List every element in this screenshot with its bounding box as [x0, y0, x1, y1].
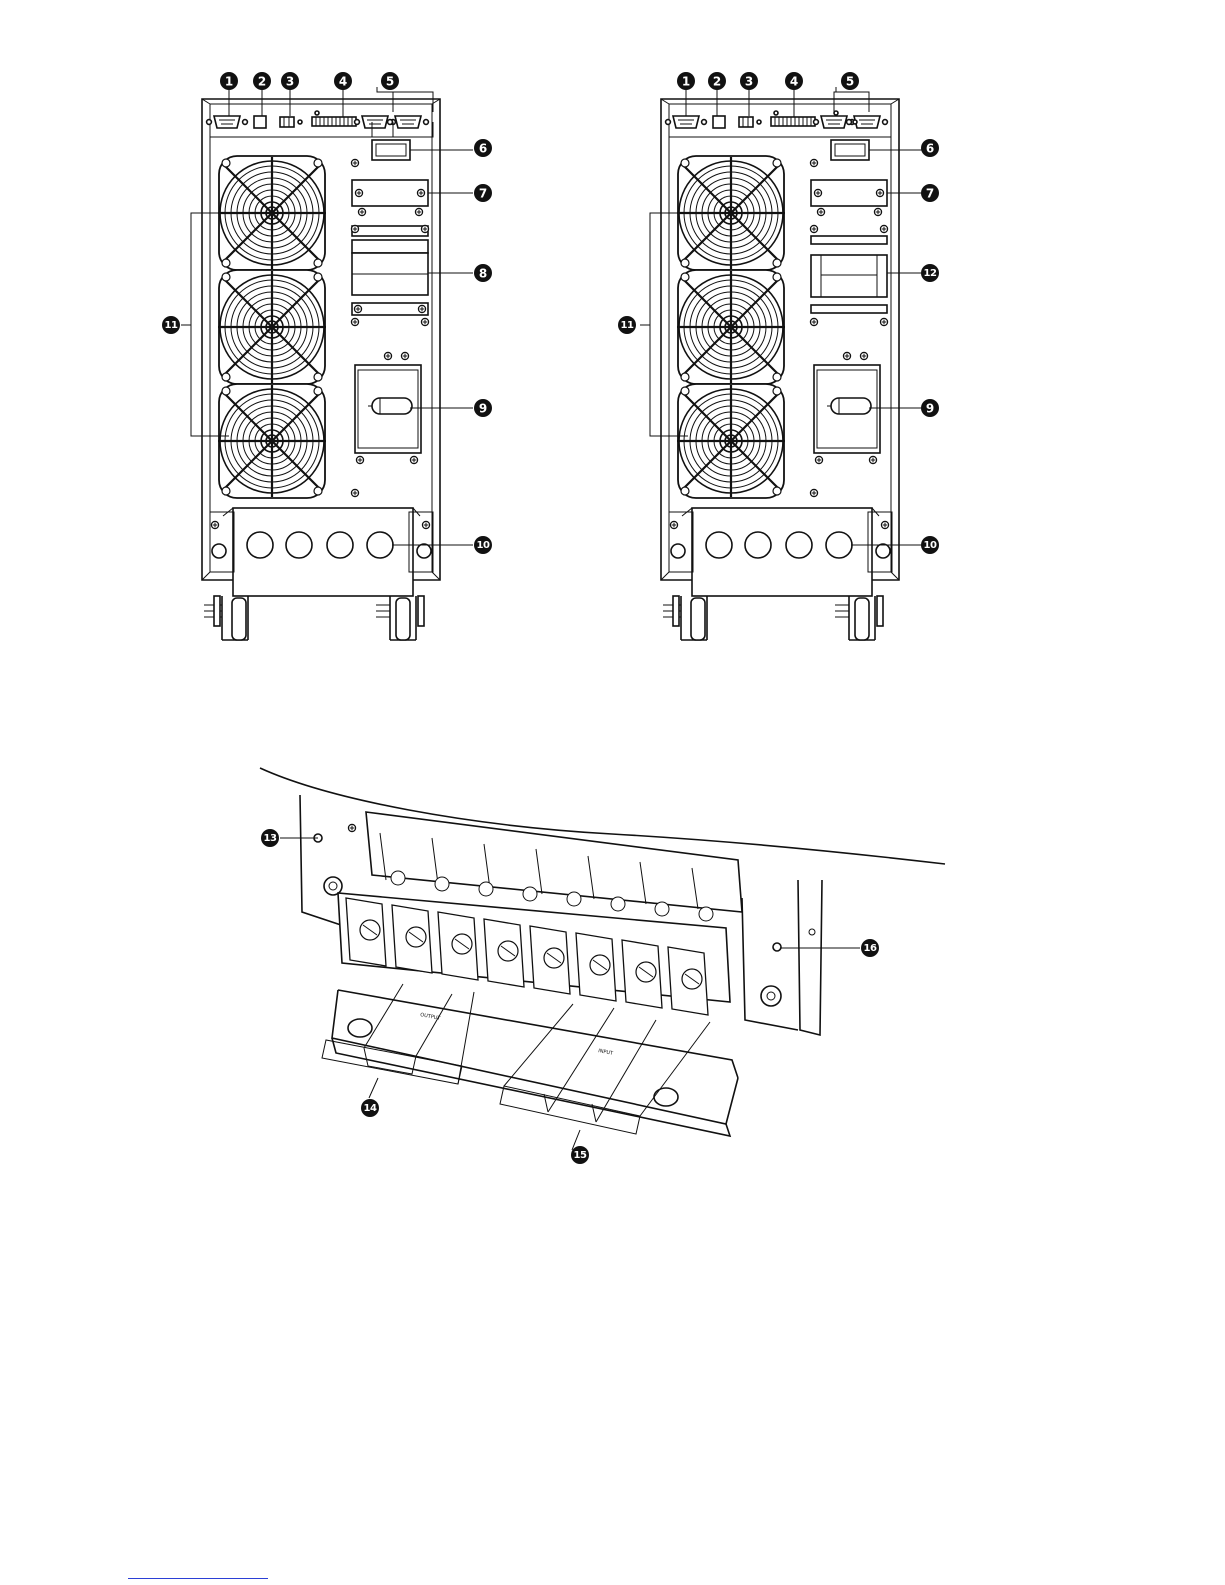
callout-4: 4	[334, 72, 352, 90]
callout-14: 14	[361, 1099, 379, 1117]
callout-1: 1	[677, 72, 695, 90]
callout-6: 6	[474, 139, 492, 157]
callout-4: 4	[785, 72, 803, 90]
callout-number: 11	[621, 320, 634, 331]
callout-16: 16	[861, 939, 879, 957]
callout-5: 5	[841, 72, 859, 90]
callout-2: 2	[708, 72, 726, 90]
callout-number: 3	[286, 75, 294, 89]
callout-11: 11	[618, 316, 636, 334]
callout-13: 13	[261, 829, 279, 847]
terminal-block-detail: OUTPUT INPUT	[260, 768, 945, 1150]
callout-number: 4	[339, 75, 347, 89]
callout-5: 5	[381, 72, 399, 90]
callout-number: 15	[574, 1150, 587, 1161]
callout-number: 13	[264, 833, 277, 844]
footer-rule	[128, 1578, 268, 1579]
callout-10: 10	[921, 536, 939, 554]
callout-number: 5	[386, 75, 394, 89]
callout-number: 7	[479, 187, 487, 201]
callout-number: 2	[713, 75, 721, 89]
callout-number: 11	[165, 320, 178, 331]
ups-rear-left	[181, 87, 473, 640]
callout-10: 10	[474, 536, 492, 554]
callout-7: 7	[921, 184, 939, 202]
ups-rear-right	[640, 87, 930, 640]
callout-8: 8	[474, 264, 492, 282]
callout-number: 12	[924, 268, 937, 279]
callout-number: 16	[864, 943, 877, 954]
breaker-bracket-top	[352, 226, 428, 236]
callout-1: 1	[220, 72, 238, 90]
callout-11: 11	[162, 316, 180, 334]
callout-number: 1	[682, 75, 690, 89]
callout-3: 3	[740, 72, 758, 90]
callout-6: 6	[921, 139, 939, 157]
callout-15: 15	[571, 1146, 589, 1164]
callout-number: 7	[926, 187, 934, 201]
callout-number: 14	[364, 1103, 377, 1114]
maintenance-switch	[811, 255, 887, 297]
callout-number: 2	[258, 75, 266, 89]
callout-number: 5	[846, 75, 854, 89]
callout-number: 10	[924, 540, 937, 551]
callout-number: 10	[477, 540, 490, 551]
callout-number: 6	[479, 142, 487, 156]
callout-number: 6	[926, 142, 934, 156]
callout-12: 12	[921, 264, 939, 282]
callout-2: 2	[253, 72, 271, 90]
callout-number: 1	[225, 75, 233, 89]
callout-number: 8	[479, 267, 487, 281]
callout-number: 9	[479, 402, 487, 416]
terminal-hole-right	[773, 943, 781, 951]
callout-number: 4	[790, 75, 798, 89]
callout-number: 3	[745, 75, 753, 89]
callout-number: 9	[926, 402, 934, 416]
callout-3: 3	[281, 72, 299, 90]
callout-9: 9	[474, 399, 492, 417]
callout-9: 9	[921, 399, 939, 417]
callout-7: 7	[474, 184, 492, 202]
